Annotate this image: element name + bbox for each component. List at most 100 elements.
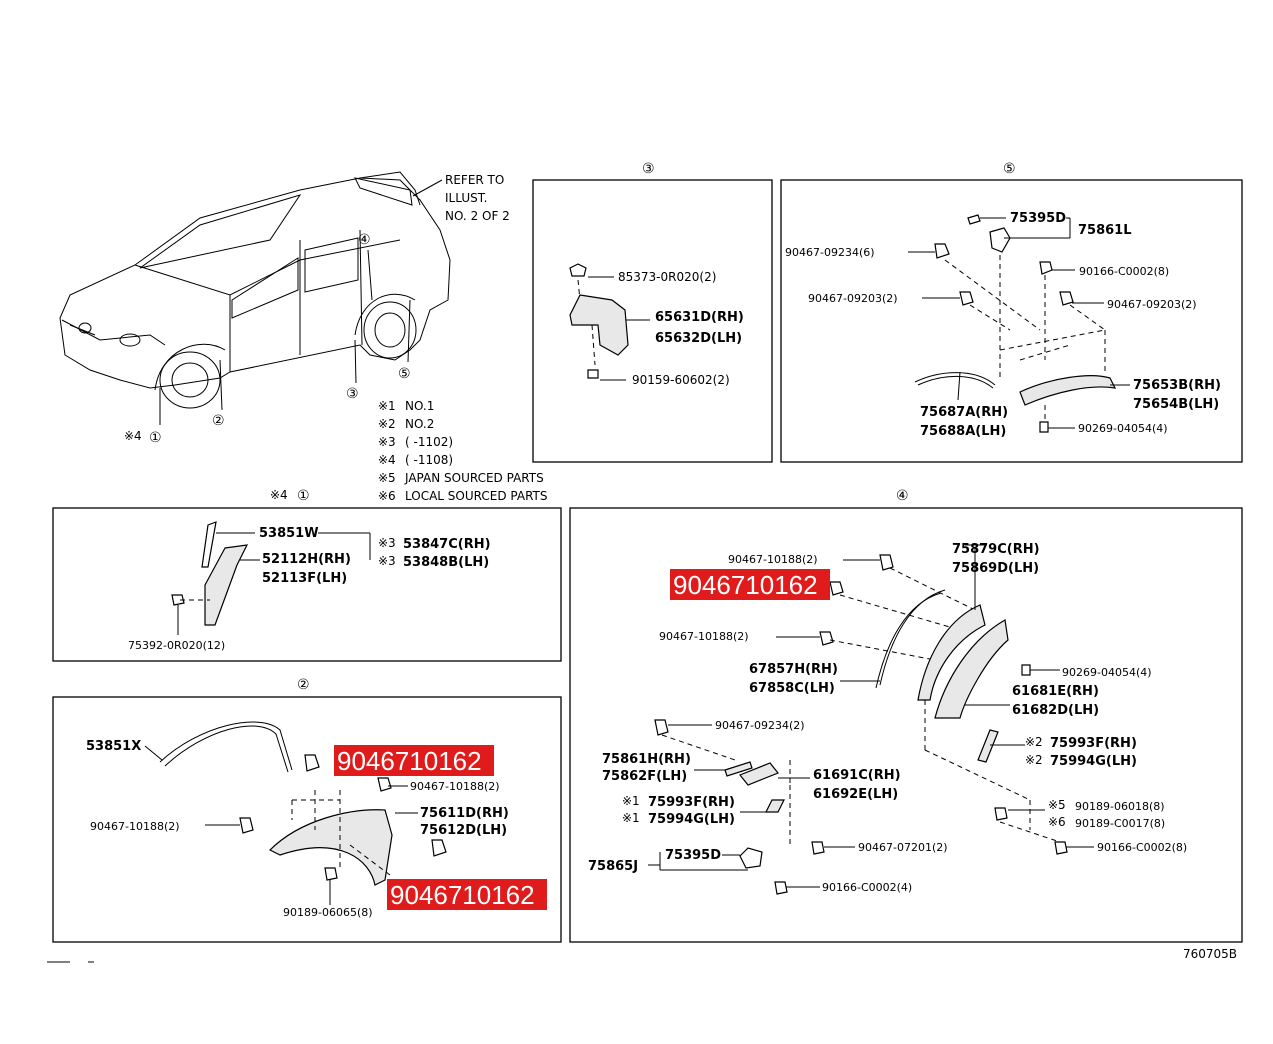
panel1-drawing [171, 521, 371, 635]
panel5-drawing [908, 214, 1130, 433]
panel4-part-12: 75862F(LH) [602, 769, 687, 784]
panel4-marked-3: 75993F(RH) [648, 795, 735, 810]
illustration-code: 760705B [1183, 947, 1237, 961]
panel5-part-6: 90467-09203(2) [1107, 298, 1197, 311]
highlight-badge-panel2-top[interactable]: 9046710162 [334, 745, 494, 776]
panel4-part-19: 90166-C0002(8) [1097, 841, 1187, 854]
panel4-mark-2: ※2 [1025, 753, 1043, 767]
panel4-mark-3: ※1 [622, 794, 640, 808]
legend-text-2: NO.2 [405, 417, 434, 431]
callout-5: ⑤ [398, 366, 411, 382]
highlight-label: 9046710162 [673, 570, 818, 600]
legend-text-4: ( -1108) [405, 453, 453, 467]
panel4-box [569, 507, 1243, 943]
panel4-marked-5: 90189-06018(8) [1075, 800, 1165, 813]
panel1-note-2: 53848B(LH) [403, 555, 489, 570]
panel5-title: ⑤ [1003, 161, 1016, 177]
panel2-part-3: 90467-10188(2) [90, 820, 180, 833]
panel2-part-2: 90467-10188(2) [410, 780, 500, 793]
panel4-part-13: 61691C(RH) [813, 768, 901, 783]
panel1-box [52, 507, 562, 662]
panel5-part-9: 75687A(RH) [920, 405, 1008, 420]
panel5-part-4: 90166-C0002(8) [1079, 265, 1169, 278]
panel4-part-16: 75395D [665, 848, 721, 863]
panel1-note-1: 53847C(RH) [403, 537, 491, 552]
callout-1: ① [149, 430, 162, 446]
panel4-part-18: 90166-C0002(4) [822, 881, 912, 894]
legend-mark-1: ※1 [378, 399, 396, 413]
legend: ※1 NO.1 ※2 NO.2 ※3 ( -1102) ※4 ( -1108) … [378, 399, 547, 503]
refer-note-line2: ILLUST. [445, 191, 487, 205]
refer-note-line1: REFER TO [445, 173, 504, 187]
panel5-part-7: 75653B(RH) [1133, 378, 1221, 393]
panel5-part-2: 75861L [1078, 223, 1132, 238]
panel4-part-8: 61681E(RH) [1012, 684, 1099, 699]
panel1-part-1: 53851W [259, 526, 319, 541]
highlight-label: 9046710162 [390, 880, 535, 910]
callout-4: ④ [358, 232, 371, 248]
panel1-note-mark-1: ※3 [378, 536, 396, 550]
panel4-part-11: 75861H(RH) [602, 752, 691, 767]
panel4-marked-4: 75994G(LH) [648, 812, 735, 827]
panel5-part-10: 75688A(LH) [920, 424, 1006, 439]
panel4-mark-4: ※1 [622, 811, 640, 825]
callout-3: ③ [346, 386, 359, 402]
panel4-marked-6: 90189-C0017(8) [1075, 817, 1165, 830]
panel4-mark-5: ※5 [1048, 798, 1066, 812]
legend-mark-2: ※2 [378, 417, 396, 431]
panel3-part-2: 65631D(RH) [655, 310, 744, 325]
panel4-part-4: 90467-10188(2) [659, 630, 749, 643]
legend-text-6: LOCAL SOURCED PARTS [405, 489, 547, 503]
legend-mark-4: ※4 [378, 453, 396, 467]
panel5-part-5: 90467-09203(2) [808, 292, 898, 305]
panel4-title: ④ [896, 488, 909, 504]
panel2-part-4: 75611D(RH) [420, 806, 509, 821]
panel2-box [52, 696, 562, 943]
panel4-mark-1: ※2 [1025, 735, 1043, 749]
panel4-part-10: 90467-09234(2) [715, 719, 805, 732]
callout-2: ② [212, 413, 225, 429]
panel4-part-9: 61682D(LH) [1012, 703, 1099, 718]
legend-mark-3: ※3 [378, 435, 396, 449]
panel3-box [532, 179, 773, 463]
panel5-part-11: 90269-04054(4) [1078, 422, 1168, 435]
panel4-part-7: 90269-04054(4) [1062, 666, 1152, 679]
highlight-badge-panel4[interactable]: 9046710162 [670, 569, 830, 600]
panel4-part-14: 61692E(LH) [813, 787, 898, 802]
panel5-box [780, 179, 1243, 463]
panel1-part-4: 75392-0R020(12) [128, 639, 225, 652]
panel4-part-2: 75879C(RH) [952, 542, 1040, 557]
panel1-part-2: 52112H(RH) [262, 552, 351, 567]
panel4-marked-1: 75993F(RH) [1050, 736, 1137, 751]
panel5-part-1: 75395D [1010, 211, 1066, 226]
legend-text-5: JAPAN SOURCED PARTS [404, 471, 544, 485]
panel1-title: ① [297, 488, 310, 504]
panel1-title-mark: ※4 [270, 488, 288, 502]
panel5-part-3: 90467-09234(6) [785, 246, 875, 259]
panel3-title: ③ [642, 161, 655, 177]
panel2-part-6: 90189-06065(8) [283, 906, 373, 919]
panel3-part-3: 65632D(LH) [655, 331, 742, 346]
panel3-part-4: 90159-60602(2) [632, 373, 730, 387]
refer-note-line3: NO. 2 OF 2 [445, 209, 510, 223]
panel4-part-6: 67858C(LH) [749, 681, 835, 696]
panel1-part-3: 52113F(LH) [262, 571, 347, 586]
panel4-part-5: 67857H(RH) [749, 662, 838, 677]
legend-text-3: ( -1102) [405, 435, 453, 449]
panel4-part-3: 75869D(LH) [952, 561, 1039, 576]
panel4-part-1: 90467-10188(2) [728, 553, 818, 566]
panel4-marked-2: 75994G(LH) [1050, 754, 1137, 769]
panel4-mark-6: ※6 [1048, 815, 1066, 829]
highlight-label: 9046710162 [337, 746, 482, 776]
callout-1-mark: ※4 [124, 429, 142, 443]
legend-mark-6: ※6 [378, 489, 396, 503]
panel1-note-mark-2: ※3 [378, 554, 396, 568]
legend-text-1: NO.1 [405, 399, 434, 413]
car-illustration [59, 171, 451, 425]
panel2-title: ② [297, 677, 310, 693]
panel5-part-8: 75654B(LH) [1133, 397, 1219, 412]
panel4-drawing [648, 544, 1094, 895]
panel4-part-15: 75865J [588, 859, 638, 874]
highlight-badge-panel2-bottom[interactable]: 9046710162 [387, 879, 547, 910]
